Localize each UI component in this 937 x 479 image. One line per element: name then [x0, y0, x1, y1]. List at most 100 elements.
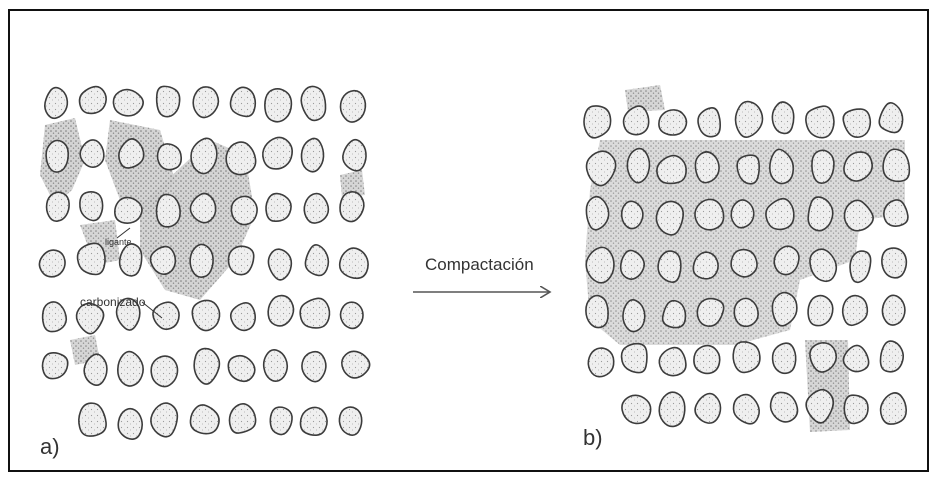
grain: [118, 243, 143, 277]
panel-b-tag: b): [583, 425, 603, 450]
grain: [339, 89, 367, 123]
grain: [227, 354, 256, 383]
grain: [230, 195, 258, 226]
panel-a-loose-grains: ligante carbonizado a): [38, 85, 371, 459]
grain: [585, 246, 615, 284]
grain: [621, 394, 652, 425]
carbonized-leader-line: [141, 301, 163, 319]
grain: [771, 291, 798, 327]
grain: [620, 342, 648, 374]
grain: [76, 242, 106, 276]
grain: [155, 85, 181, 118]
grain: [300, 137, 325, 173]
grain: [229, 86, 257, 118]
grain: [881, 294, 906, 326]
grain: [693, 344, 721, 375]
grain: [661, 299, 687, 329]
grain: [849, 250, 872, 284]
grain: [117, 407, 144, 441]
grain: [83, 353, 108, 386]
grain: [656, 154, 687, 185]
grain: [79, 139, 105, 168]
grain: [843, 394, 869, 425]
panel-a-tag: a): [40, 434, 60, 459]
grain: [189, 404, 220, 435]
grain: [152, 301, 180, 331]
grain: [768, 148, 795, 185]
grain: [339, 301, 364, 330]
grain: [299, 406, 328, 436]
grain: [733, 297, 759, 328]
grain: [303, 192, 330, 224]
grain: [585, 294, 609, 329]
grain: [78, 402, 107, 437]
grain: [225, 141, 257, 176]
grain: [262, 349, 289, 383]
grain: [805, 388, 835, 424]
grain: [265, 192, 292, 223]
grain: [842, 108, 872, 138]
grain: [811, 149, 835, 185]
grain: [191, 299, 221, 332]
grain: [227, 245, 255, 276]
carbonized-label: carbonizado: [80, 295, 146, 309]
grain: [765, 197, 795, 231]
grain: [771, 101, 795, 135]
grain: [45, 191, 70, 222]
grain: [697, 107, 721, 138]
grain: [658, 391, 686, 428]
grain: [773, 245, 800, 276]
grain: [883, 199, 909, 227]
grain: [769, 391, 799, 423]
grain: [585, 195, 610, 231]
grain: [587, 347, 615, 378]
grain: [881, 247, 908, 279]
grain: [261, 136, 293, 170]
grain: [736, 154, 760, 185]
grain: [732, 341, 761, 374]
grain: [805, 105, 835, 139]
grain: [45, 139, 70, 173]
grain: [583, 105, 612, 139]
grain: [878, 102, 904, 134]
grain: [619, 249, 646, 280]
grain: [879, 392, 908, 425]
grain: [732, 393, 760, 425]
grain: [155, 193, 181, 228]
grain: [118, 138, 145, 169]
grain: [734, 100, 764, 138]
grain: [340, 350, 371, 379]
binder-label: ligante: [105, 237, 132, 247]
grain: [150, 402, 179, 438]
grain: [116, 350, 144, 387]
binder-leader-line: [116, 227, 131, 239]
grain: [301, 350, 327, 383]
grain: [190, 137, 218, 175]
grain: [696, 297, 725, 327]
grain: [842, 344, 870, 373]
grain: [78, 85, 107, 115]
grain: [189, 192, 217, 224]
grain: [264, 88, 293, 123]
grain: [338, 406, 363, 436]
grain: [694, 198, 725, 231]
grain: [342, 138, 367, 172]
grain: [156, 143, 183, 171]
grain: [841, 294, 869, 327]
grain: [38, 249, 66, 278]
grain: [338, 247, 369, 280]
grain: [657, 250, 682, 283]
grain: [809, 342, 838, 373]
grain: [658, 109, 688, 136]
grain: [730, 248, 758, 278]
grain: [730, 199, 755, 229]
grain: [585, 150, 617, 187]
grain: [771, 342, 797, 375]
grain: [620, 200, 644, 230]
grain: [304, 244, 330, 277]
grain: [41, 301, 68, 333]
grain: [843, 199, 874, 232]
grain: [300, 85, 327, 122]
grain: [843, 151, 873, 182]
